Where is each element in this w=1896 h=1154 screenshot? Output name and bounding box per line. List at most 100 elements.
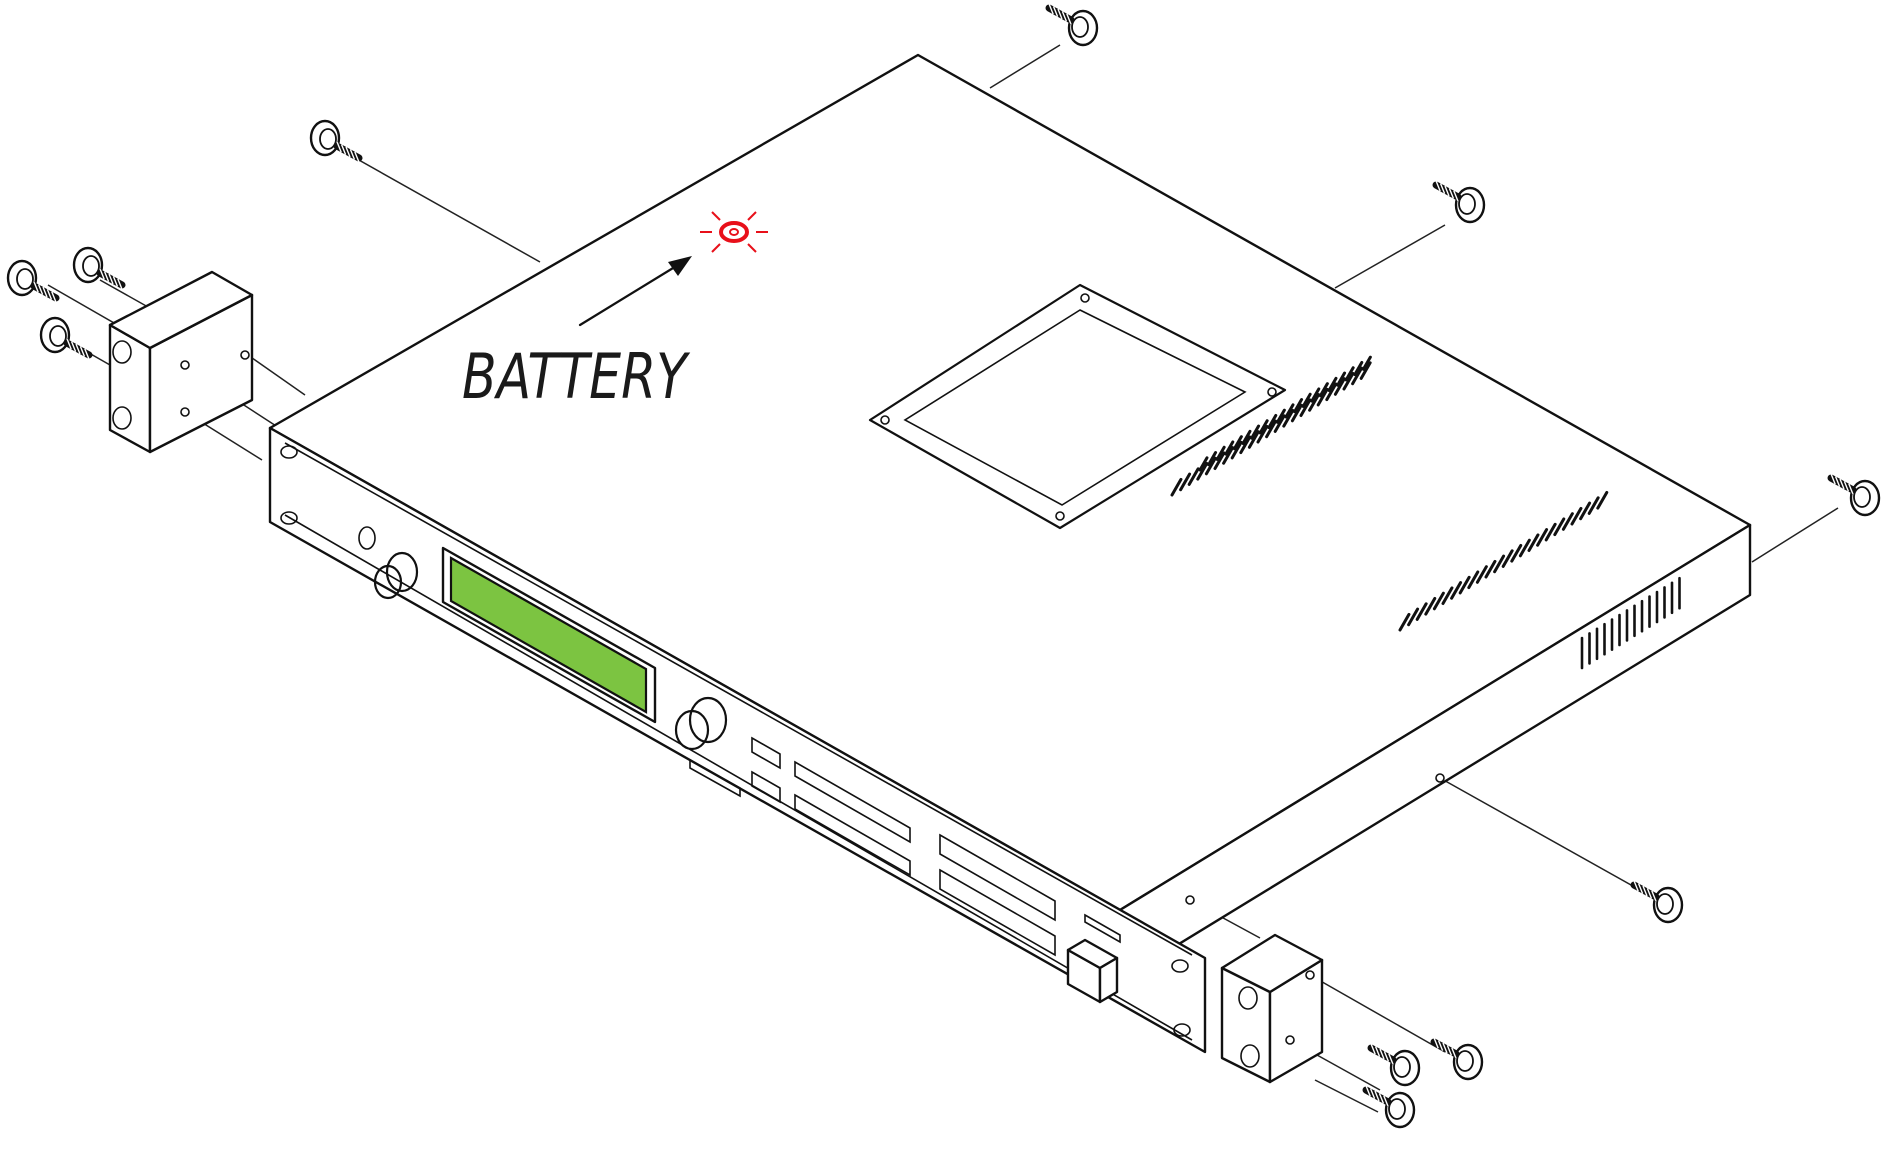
leader-bracket-r-1	[1309, 974, 1446, 1053]
vent-slot	[1484, 559, 1497, 579]
front-slot-tr	[1171, 959, 1189, 973]
vent-slot	[1359, 361, 1372, 380]
vent-slot	[1258, 419, 1269, 435]
ear-slot-right-bottom	[1240, 1044, 1260, 1068]
leader-right-2	[1751, 507, 1839, 563]
ear-slot-left-top	[112, 340, 132, 364]
vent-slot	[1570, 506, 1583, 526]
vent-slot	[1250, 424, 1261, 440]
vent-slot	[1361, 355, 1372, 371]
vent-slot	[1198, 456, 1209, 472]
vent-slot	[1579, 501, 1592, 521]
vent-slot	[1544, 522, 1557, 542]
data-knob	[674, 696, 728, 751]
button-1	[751, 736, 781, 770]
vent-slot	[1247, 430, 1260, 449]
ear-hole-right-2	[1285, 1035, 1295, 1045]
vent-slot	[1215, 445, 1226, 461]
side-hole-2	[1185, 895, 1195, 905]
leader-bracket-r-3	[1314, 1079, 1379, 1113]
vent-slot	[1344, 366, 1355, 382]
vent-slot	[1256, 424, 1269, 444]
vent-slot	[1527, 533, 1540, 552]
plate-screw-1	[1080, 293, 1090, 303]
vent-slot	[1207, 451, 1218, 467]
screw	[1367, 1043, 1421, 1087]
vent-slot	[1424, 596, 1437, 616]
volume-knob	[373, 551, 419, 600]
ear-slot-left-bottom	[112, 406, 132, 430]
vent-slot	[1561, 512, 1574, 531]
screw	[72, 246, 126, 290]
vent-slot	[1284, 403, 1295, 419]
button-strip-4	[939, 868, 1056, 957]
vent-slot	[1170, 477, 1183, 497]
vent-slot	[1318, 382, 1329, 398]
vent-slot	[1518, 538, 1531, 558]
front-panel-inner-edge	[284, 442, 1193, 956]
vent-slot	[1432, 591, 1445, 611]
vent-slot	[1267, 413, 1278, 430]
vent-slot	[1407, 607, 1420, 627]
screw	[1045, 3, 1099, 47]
vent-slot	[1232, 435, 1243, 451]
side-hole-1	[1435, 773, 1445, 783]
power-switch	[1066, 938, 1119, 1004]
vent-slot	[1450, 581, 1463, 600]
ear-hole-left-3	[180, 407, 190, 417]
vent-slot	[1282, 408, 1295, 428]
button-strip-3	[939, 833, 1056, 922]
vent-slot	[1493, 554, 1506, 574]
vent-slot	[1239, 435, 1252, 455]
screw	[39, 316, 93, 360]
vent-slot	[1510, 543, 1523, 563]
vent-slot	[1342, 371, 1355, 391]
vent-slot	[1196, 461, 1209, 481]
vent-slot	[1415, 602, 1428, 621]
vent-slot	[1187, 467, 1200, 486]
battery-arrow-head	[668, 256, 692, 276]
battery-arrow-line	[578, 263, 680, 327]
front-panel-lower-edge	[284, 514, 1193, 1041]
lcd-display	[449, 556, 648, 714]
screw	[1362, 1085, 1416, 1129]
vent-slots-top-1	[1170, 361, 1372, 497]
vent-slot	[1333, 377, 1346, 396]
leader-top-right	[989, 44, 1061, 89]
leader-right-1	[1334, 224, 1446, 289]
leader-side-lower	[1439, 777, 1641, 891]
power-switch-label	[1084, 913, 1121, 944]
screw	[6, 259, 60, 303]
vent-slot	[1204, 456, 1217, 476]
vent-slot	[1308, 393, 1321, 412]
vent-slot	[1458, 575, 1471, 595]
power-indicator	[358, 526, 376, 550]
ear-hole-left-1	[180, 360, 190, 370]
top-access-plate-inner	[903, 309, 1247, 506]
vent-slot	[1179, 472, 1192, 492]
vent-slot	[1273, 414, 1286, 433]
leader-bracket-l-1	[244, 352, 306, 396]
vent-slot	[1441, 586, 1454, 605]
screw	[1827, 473, 1881, 517]
vent-slot	[1351, 366, 1364, 386]
vent-slot	[1230, 440, 1243, 460]
vent-slot	[1327, 376, 1338, 392]
vent-slots-side	[1580, 576, 1681, 670]
rack-unit	[268, 53, 1752, 1054]
vent-slot	[1299, 398, 1312, 417]
vent-slot	[1265, 419, 1278, 439]
ear-slot-right-top	[1238, 986, 1258, 1010]
vent-slot	[1275, 408, 1286, 424]
vent-slot	[1222, 446, 1235, 465]
screw	[1630, 880, 1684, 924]
front-slot-tl	[280, 445, 298, 459]
vent-slot	[1501, 549, 1514, 568]
vent-slot	[1553, 517, 1566, 537]
vent-slot	[1293, 398, 1304, 414]
vent-slot	[1536, 528, 1549, 547]
vent-slot	[1325, 382, 1338, 402]
battery-callout: BATTERY	[462, 211, 768, 413]
button-strip-2	[794, 793, 911, 877]
